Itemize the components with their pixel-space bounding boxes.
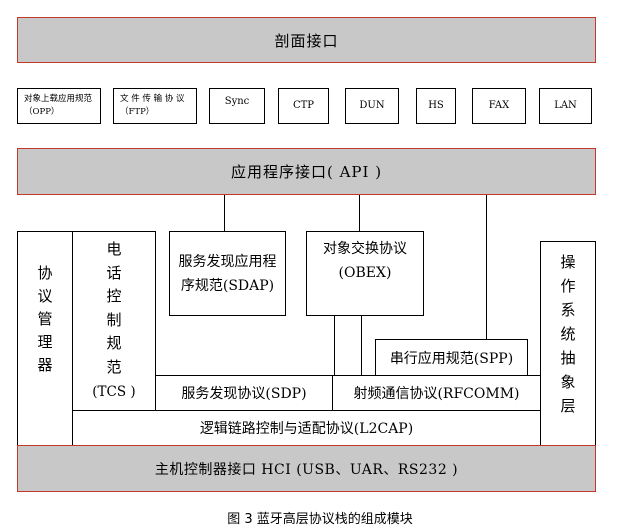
connector-obex-rfcomm-right (361, 316, 362, 376)
profile-fax: FAX (472, 88, 526, 124)
l2cap-box (72, 410, 541, 446)
profile-ctp: CTP (278, 88, 329, 124)
tcs-abbr: (TCS ) (92, 384, 136, 400)
figure-caption: 图 3 蓝牙高层协议栈的组成模块 (227, 512, 413, 527)
hci-label: 主机控制器接口 HCI (USB、UAR、RS232 ) (154, 461, 459, 478)
connector-obex-rfcomm-left (334, 316, 335, 376)
profile-hs: HS (416, 88, 456, 124)
l2cap-label: 逻辑链路控制与适配协议(L2CAP) (199, 421, 414, 437)
rfcomm-box (332, 375, 541, 411)
profile-opp: 对象上载应用规范（OPP） (17, 88, 101, 124)
connector-api-spp (486, 195, 487, 340)
sdp-label: 服务发现协议(SDP) (181, 386, 307, 402)
obex-box (306, 231, 424, 316)
profile-lan: LAN (539, 88, 592, 124)
rfcomm-label: 射频通信协议(RFCOMM) (353, 386, 520, 402)
profile-interface-label: 剖面接口 (274, 31, 339, 50)
sdap-box (169, 231, 286, 316)
os-abstraction-box (540, 241, 596, 446)
sdap-label: 服务发现应用程序规范(SDAP) (178, 253, 277, 294)
obex-label: 对象交换协议(OBEX) (323, 241, 407, 281)
connector-api-sdap (224, 195, 225, 232)
tcs-label: 电 话 控 制 规 范 (TCS ) (72, 238, 156, 405)
os-abstraction-label: 操 作 系 统 抽 象 层 (560, 253, 576, 415)
profile-dun: DUN (345, 88, 399, 124)
hci-band: 主机控制器接口 HCI (USB、UAR、RS232 ) (17, 445, 596, 492)
api-label: 应用程序接口( API ) (230, 163, 383, 181)
connector-api-obex (359, 195, 360, 232)
protocol-manager-label: 协 议 管 理 器 (37, 264, 53, 374)
spp-label: 串行应用规范(SPP) (389, 350, 514, 367)
sdp-box (155, 375, 333, 411)
profile-interface-band: 剖面接口 (17, 17, 596, 63)
api-band: 应用程序接口( API ) (17, 148, 596, 195)
profile-sync: Sync (209, 88, 265, 124)
protocol-manager-box (17, 231, 73, 446)
profile-ftp: 文 件 传 输 协 议（FTP） (113, 88, 197, 124)
tcs-box (72, 231, 156, 411)
